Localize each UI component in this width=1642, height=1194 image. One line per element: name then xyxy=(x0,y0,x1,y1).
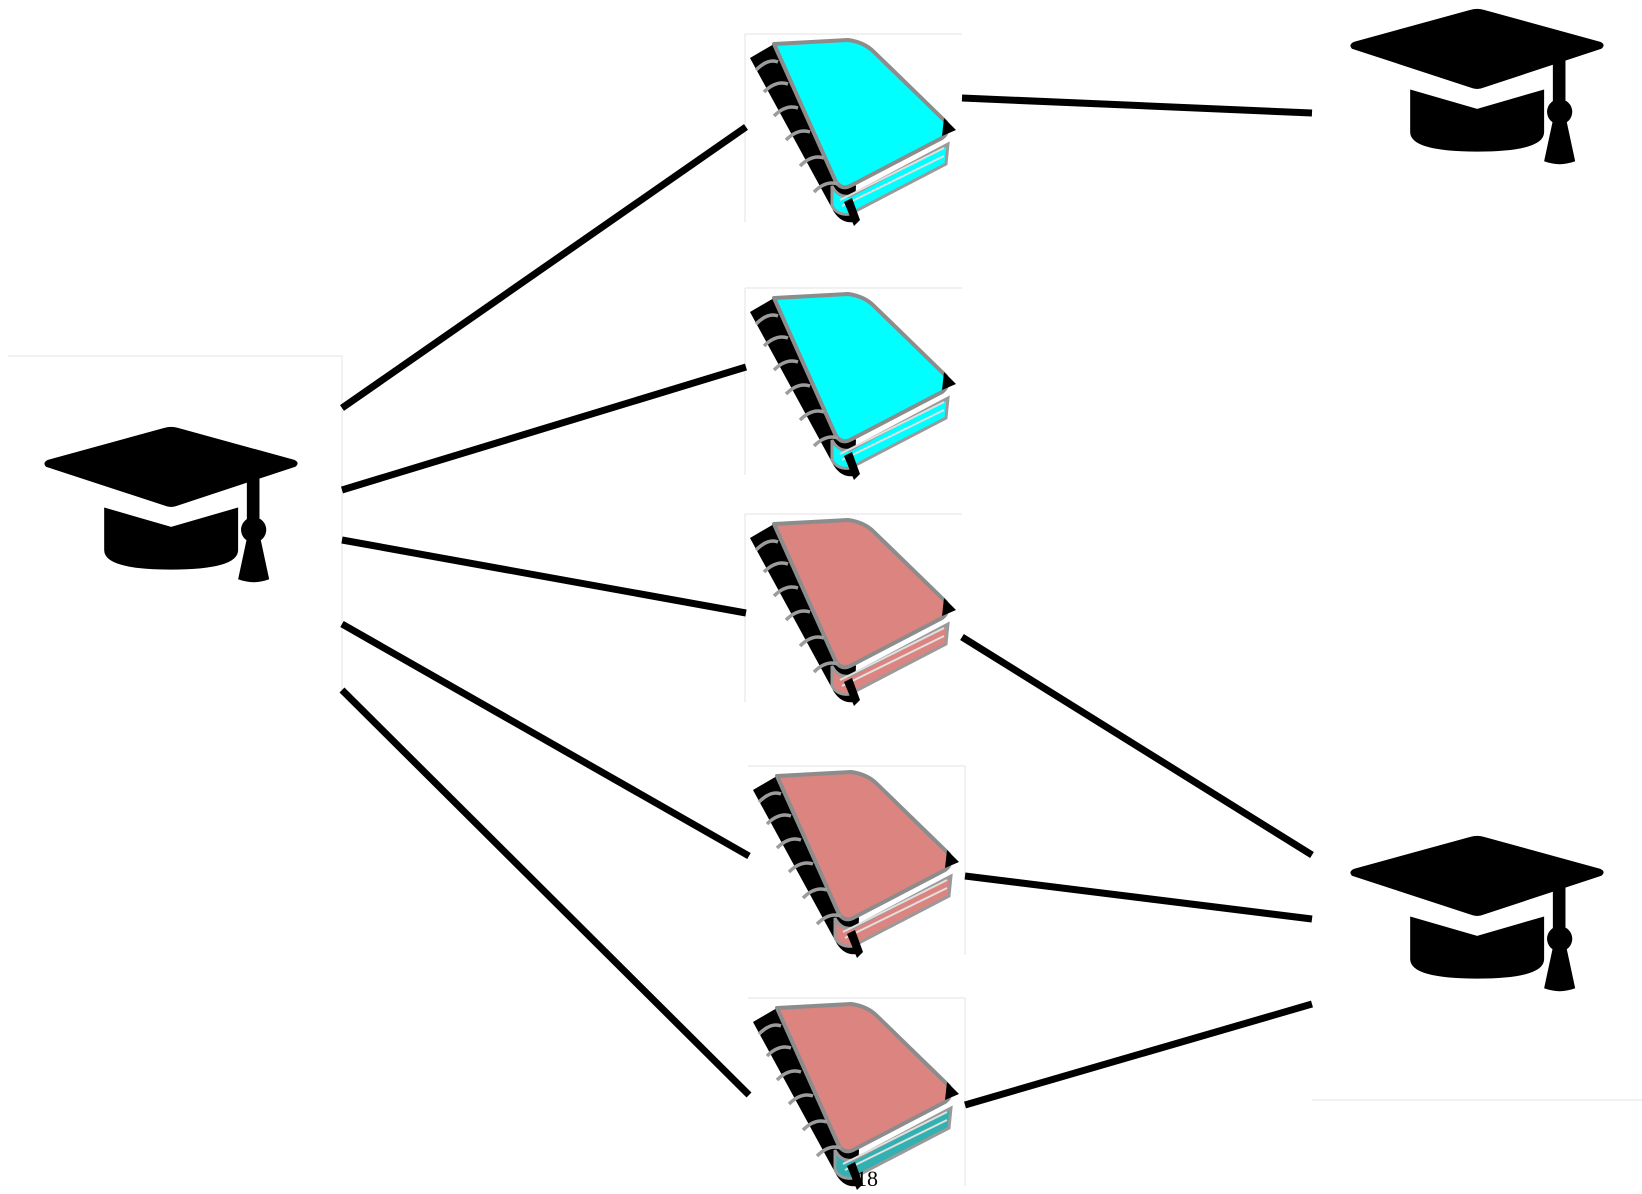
edge-book-3-to-cap-bottom-right xyxy=(960,634,1314,858)
book-frame-3 xyxy=(744,513,962,702)
book-2-book-icon xyxy=(748,292,958,482)
cap-left-graduation-cap-icon xyxy=(44,426,298,583)
edge-cap-left-to-book-1 xyxy=(340,124,748,411)
book-frame-5 xyxy=(748,997,966,1186)
book-5-book-icon xyxy=(751,1002,961,1192)
edge-book-4-to-cap-bottom-right xyxy=(964,872,1313,923)
nodes xyxy=(44,8,1604,1192)
book-frame-2 xyxy=(744,287,962,475)
page-number: 18 xyxy=(856,1166,878,1191)
edge-cap-left-to-book-5 xyxy=(339,687,752,1098)
book-frame-4 xyxy=(748,765,966,955)
edge-cap-left-to-book-3 xyxy=(341,536,747,617)
edge-cap-left-to-book-2 xyxy=(340,363,748,494)
edge-cap-left-to-book-4 xyxy=(340,620,751,860)
cap-top-right-graduation-cap-icon xyxy=(1350,8,1604,165)
edges xyxy=(339,94,1314,1109)
book-1-book-icon xyxy=(748,38,958,228)
book-4-book-icon xyxy=(751,770,961,960)
edge-book-5-to-cap-bottom-right xyxy=(964,1000,1313,1109)
cap-bottom-right-graduation-cap-icon xyxy=(1350,835,1604,992)
left-cap-frame xyxy=(8,355,343,692)
book-3-book-icon xyxy=(748,518,958,708)
node-frames xyxy=(8,33,1642,1186)
edge-book-1-to-cap-top-right xyxy=(961,94,1313,117)
